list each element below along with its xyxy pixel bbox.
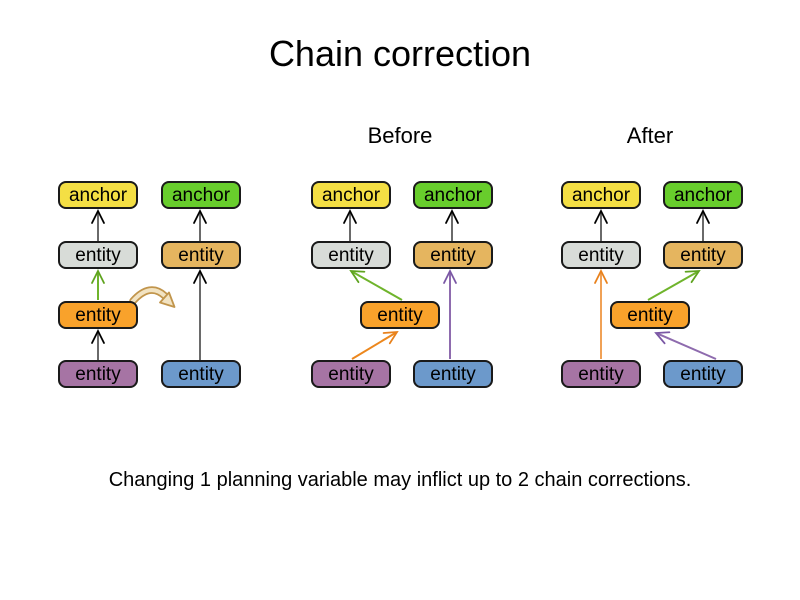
- entity-box-purple: entity: [58, 360, 138, 388]
- arrow-green: [91, 268, 105, 300]
- arrow-green: [349, 270, 403, 301]
- label-after: After: [626, 123, 674, 148]
- move-entity-arrow: [129, 286, 176, 308]
- arrow-black: [91, 208, 105, 242]
- arrow-black: [445, 208, 459, 242]
- entity-box-tan: entity: [663, 241, 743, 269]
- entity-box-blue: entity: [161, 360, 241, 388]
- entity-box-purple: entity: [311, 360, 391, 388]
- label-before: Before: [367, 123, 433, 148]
- entity-box-gray: entity: [58, 241, 138, 269]
- anchor-box-green: anchor: [663, 181, 743, 209]
- entity-box-purple: entity: [561, 360, 641, 388]
- arrow-purple: [654, 331, 717, 360]
- entity-box-orange: entity: [360, 301, 440, 329]
- arrow-black: [193, 208, 207, 242]
- anchor-box-yellow: anchor: [58, 181, 138, 209]
- anchor-box-green: anchor: [161, 181, 241, 209]
- anchor-box-yellow: anchor: [561, 181, 641, 209]
- caption-text: Changing 1 planning variable may inflict…: [108, 469, 692, 491]
- arrow-purple: [443, 268, 457, 359]
- arrow-green: [647, 270, 701, 301]
- arrow-black: [343, 208, 357, 242]
- entity-box-blue: entity: [413, 360, 493, 388]
- arrow-black: [91, 328, 105, 361]
- arrow-black: [193, 268, 207, 361]
- arrow-black: [594, 208, 608, 242]
- entity-box-gray: entity: [561, 241, 641, 269]
- page-title: Chain correction: [268, 33, 532, 74]
- arrow-orange: [351, 330, 399, 360]
- entity-box-tan: entity: [413, 241, 493, 269]
- arrow-black: [696, 208, 710, 242]
- entity-box-gray: entity: [311, 241, 391, 269]
- entity-box-orange: entity: [610, 301, 690, 329]
- entity-box-orange: entity: [58, 301, 138, 329]
- anchor-box-yellow: anchor: [311, 181, 391, 209]
- anchor-box-green: anchor: [413, 181, 493, 209]
- arrow-orange_light: [594, 268, 608, 359]
- entity-box-tan: entity: [161, 241, 241, 269]
- entity-box-blue: entity: [663, 360, 743, 388]
